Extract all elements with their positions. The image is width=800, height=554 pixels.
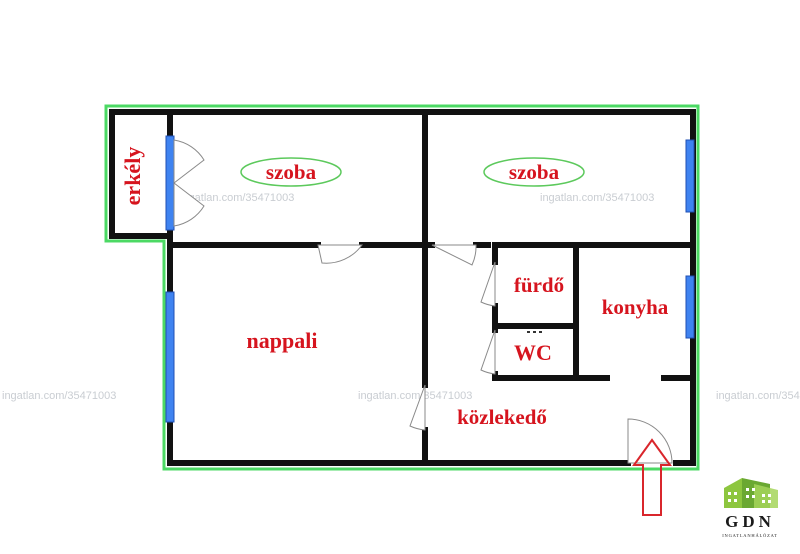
room-label-szoba-left: szoba [266, 160, 317, 184]
room-label-nappali: nappali [247, 328, 318, 353]
window-nappali [165, 291, 175, 423]
vent-marks [527, 331, 542, 333]
gdn-logo: GDN INGATLANHÁLÓZAT [722, 478, 778, 538]
doors [173, 139, 673, 464]
watermark-left: ingatlan.com/35471003 [2, 390, 116, 402]
watermark-right: ingatlan.com/35471003 [716, 390, 800, 402]
door-erkely-balcony [173, 139, 205, 185]
door-szoba-right [431, 244, 477, 266]
room-label-kozlekedo: közlekedő [457, 405, 547, 429]
watermark-szoba-left: ingatlan.com/35471003 [180, 192, 294, 204]
door-nappali [317, 244, 363, 264]
building-icon [724, 478, 778, 508]
logo-letters: GDN [725, 512, 775, 531]
entrance-arrow [632, 438, 672, 516]
watermark-center: ingatlan.com/35471003 [358, 390, 472, 402]
door-furdo [480, 261, 496, 307]
walls [109, 109, 696, 466]
watermark-szoba-right: ingatlan.com/35471003 [540, 192, 654, 204]
window-szoba-right [685, 139, 695, 213]
watermarks: ingatlan.com/35471003 ingatlan.com/35471… [2, 192, 800, 402]
door-erkely-balcony-2 [173, 181, 205, 227]
window-erkely [165, 135, 175, 231]
apartment-outline [104, 104, 700, 471]
window-konyha [685, 275, 695, 339]
room-label-szoba-right: szoba [509, 160, 560, 184]
door-wc [480, 329, 496, 375]
room-label-wc: WC [514, 340, 552, 365]
windows [165, 135, 695, 423]
room-label-erkely: erkély [120, 147, 145, 206]
room-label-konyha: konyha [602, 295, 669, 319]
label-ellipses [240, 157, 585, 187]
door-kozlekedo [409, 384, 426, 431]
logo-tagline: INGATLANHÁLÓZAT [722, 533, 778, 538]
room-label-furdo: fürdő [514, 273, 564, 297]
door-entrance [627, 418, 673, 464]
